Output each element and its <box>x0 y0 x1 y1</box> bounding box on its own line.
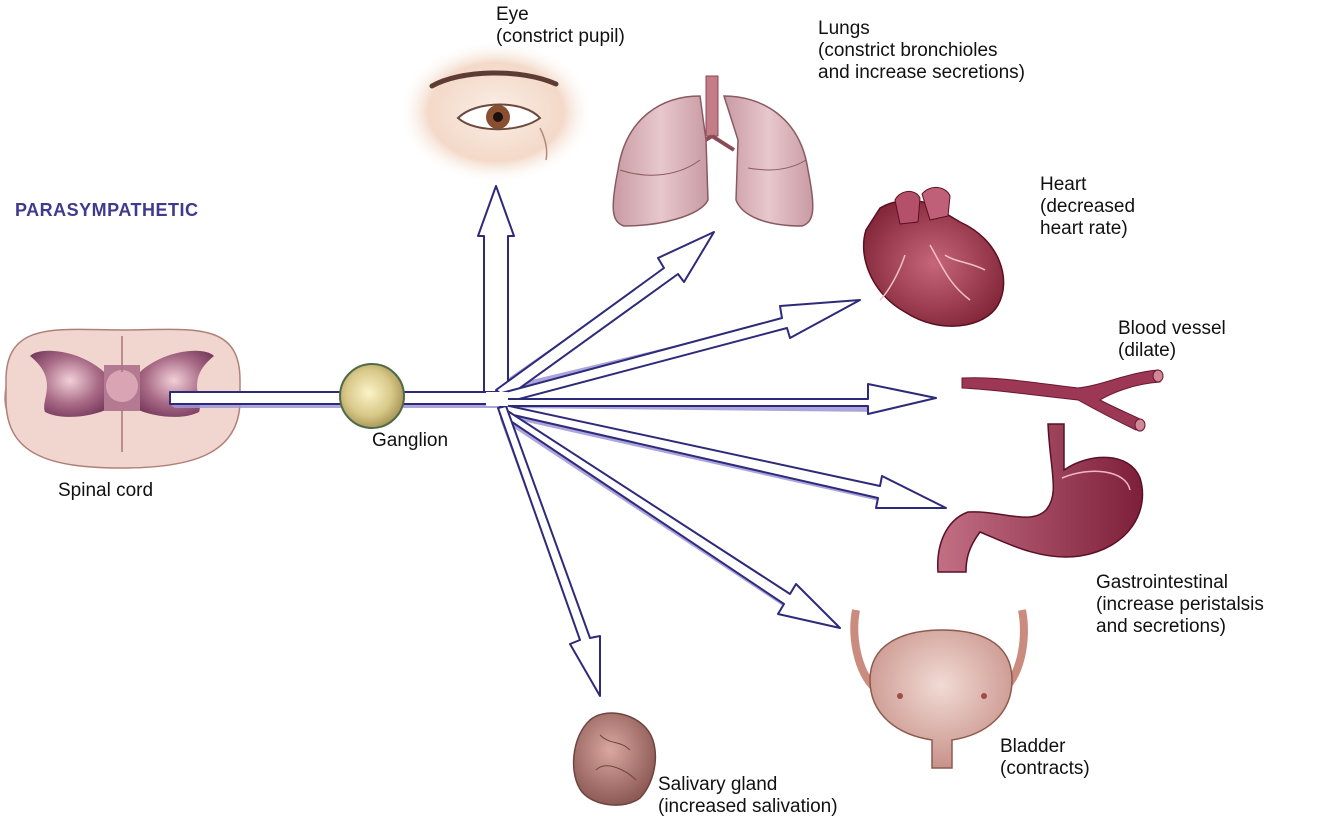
label-gi-effect-2: and secretions) <box>1096 616 1226 637</box>
ganglion-illustration <box>339 363 405 429</box>
label-lungs-effect-2: and increase secretions) <box>818 62 1025 83</box>
label-heart-name: Heart <box>1040 174 1087 195</box>
spinal-cord-illustration <box>4 328 241 469</box>
heart-illustration <box>862 187 1005 327</box>
arrow-eye <box>477 185 515 393</box>
label-blood-vessel-effect: (dilate) <box>1118 340 1177 361</box>
label-eye-effect: (constrict pupil) <box>496 26 625 47</box>
label-gi-effect-1: (increase peristalsis <box>1096 594 1264 615</box>
diagram-title: PARASYMPATHETIC <box>15 200 199 220</box>
arrow-heart <box>497 299 861 405</box>
bladder-illustration <box>850 609 1028 769</box>
label-heart-effect-2: heart rate) <box>1040 218 1128 239</box>
label-gi-name: Gastrointestinal <box>1096 572 1229 593</box>
blood-vessel-illustration <box>961 369 1164 432</box>
arrow-blood-vessel <box>499 383 937 415</box>
label-lungs-effect-1: (constrict bronchioles <box>818 40 998 61</box>
arrow-gastrointestinal <box>499 403 947 509</box>
label-lungs: Lungs (constrict bronchioles and increas… <box>818 18 1025 84</box>
label-bladder-name: Bladder <box>1000 736 1066 757</box>
label-bladder: Bladder (contracts) <box>1000 736 1090 780</box>
label-heart-effect-1: (decreased <box>1040 196 1136 217</box>
lungs-illustration <box>612 75 814 227</box>
label-ganglion: Ganglion <box>372 430 449 451</box>
label-salivary-effect: (increased salivation) <box>658 796 838 817</box>
label-eye-name: Eye <box>496 4 529 25</box>
eye-illustration <box>400 42 592 182</box>
stomach-illustration <box>937 423 1144 573</box>
main-nerve-fiber <box>169 391 495 405</box>
label-lungs-name: Lungs <box>818 18 870 39</box>
arrow-salivary <box>497 405 601 697</box>
label-blood-vessel: Blood vessel (dilate) <box>1118 318 1226 362</box>
label-heart: Heart (decreased heart rate) <box>1040 174 1135 240</box>
salivary-gland-illustration <box>572 712 657 806</box>
label-spinal-cord: Spinal cord <box>58 480 154 501</box>
label-eye: Eye (constrict pupil) <box>496 4 625 48</box>
label-blood-vessel-name: Blood vessel <box>1118 318 1226 339</box>
label-salivary-name: Salivary gland <box>658 774 778 795</box>
arrow-bladder <box>499 405 841 629</box>
label-bladder-effect: (contracts) <box>1000 758 1090 779</box>
arrow-lungs <box>495 231 715 399</box>
nerve-arrows <box>169 185 947 697</box>
label-gastrointestinal: Gastrointestinal (increase peristalsis a… <box>1096 572 1264 638</box>
label-salivary-gland: Salivary gland (increased salivation) <box>658 774 838 818</box>
